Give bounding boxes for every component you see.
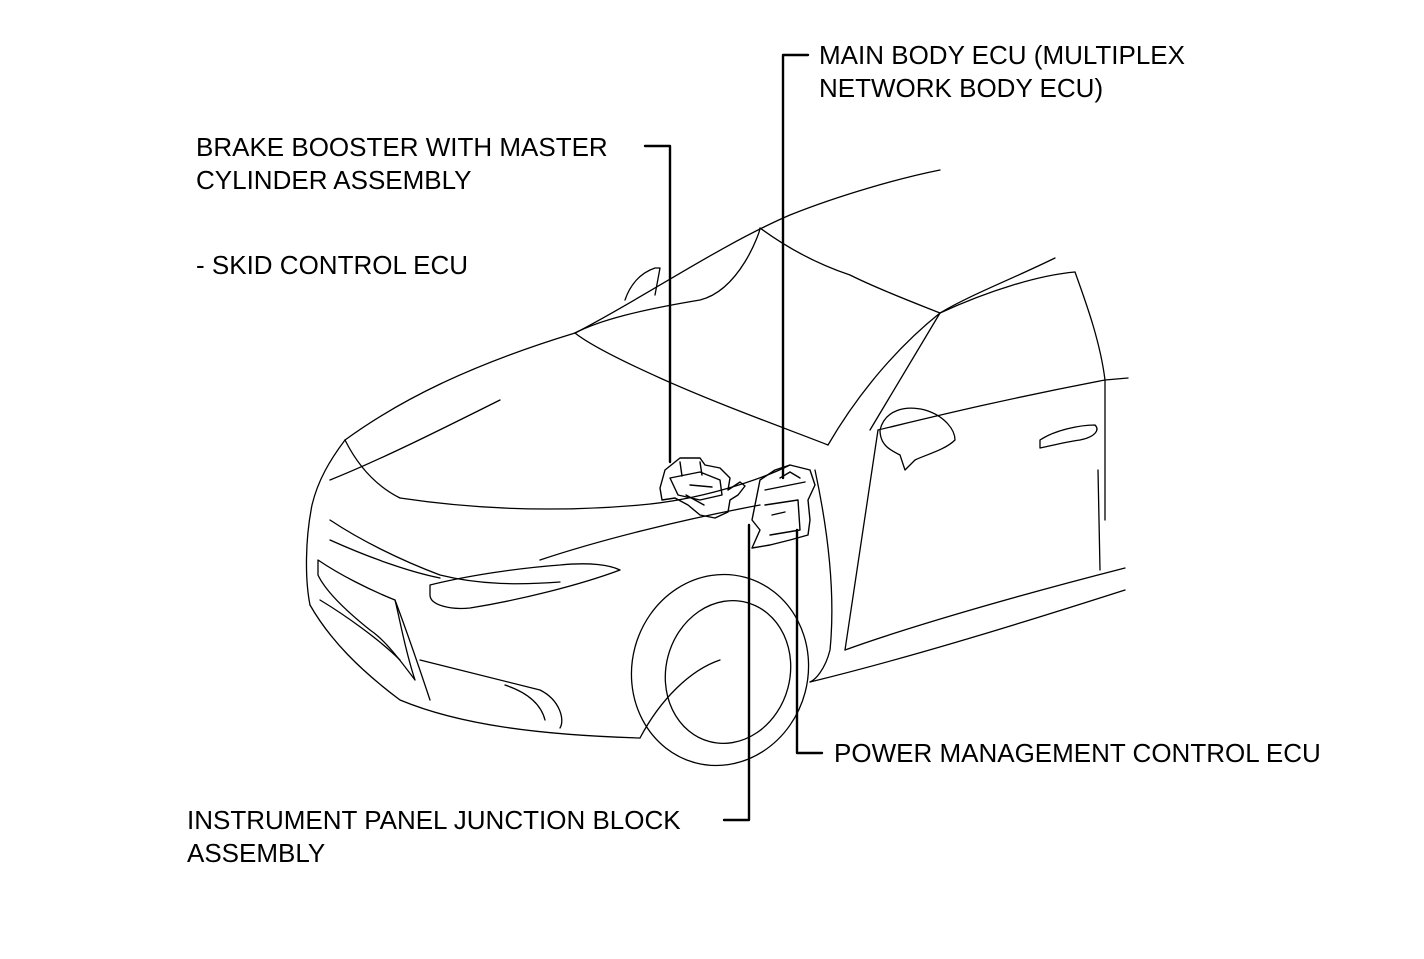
main-body-ecu-leader: [781, 53, 810, 480]
brake-booster-label-line2: CYLINDER ASSEMBLY: [196, 165, 472, 195]
power-management-ecu-text: POWER MANAGEMENT CONTROL ECU: [834, 738, 1321, 768]
instrument-panel-junction-block-label: INSTRUMENT PANEL JUNCTION BLOCK ASSEMBLY: [187, 804, 681, 870]
power-management-leader: [795, 528, 824, 755]
instrument-panel-label-line1: INSTRUMENT PANEL JUNCTION BLOCK: [187, 805, 681, 835]
main-body-ecu-label-line1: MAIN BODY ECU (MULTIPLEX: [819, 40, 1185, 70]
power-management-ecu-label: POWER MANAGEMENT CONTROL ECU: [834, 737, 1321, 770]
main-body-ecu-label: MAIN BODY ECU (MULTIPLEX NETWORK BODY EC…: [819, 39, 1185, 105]
leader-lines: [643, 53, 824, 822]
skid-control-ecu-text: - SKID CONTROL ECU: [196, 250, 469, 280]
car-body-outline: [305, 169, 1129, 767]
main-body-ecu-label-line2: NETWORK BODY ECU): [819, 73, 1104, 103]
brake-booster-label-line1: BRAKE BOOSTER WITH MASTER: [196, 132, 608, 162]
junction-block-component: [751, 464, 816, 549]
instrument-panel-label-line2: ASSEMBLY: [187, 838, 326, 868]
brake-booster-leader: [643, 144, 672, 464]
brake-booster-label: BRAKE BOOSTER WITH MASTER CYLINDER ASSEM…: [196, 131, 608, 197]
instrument-panel-leader: [722, 523, 751, 822]
skid-control-ecu-label: - SKID CONTROL ECU: [196, 249, 468, 282]
brake-booster-component: [659, 457, 746, 519]
